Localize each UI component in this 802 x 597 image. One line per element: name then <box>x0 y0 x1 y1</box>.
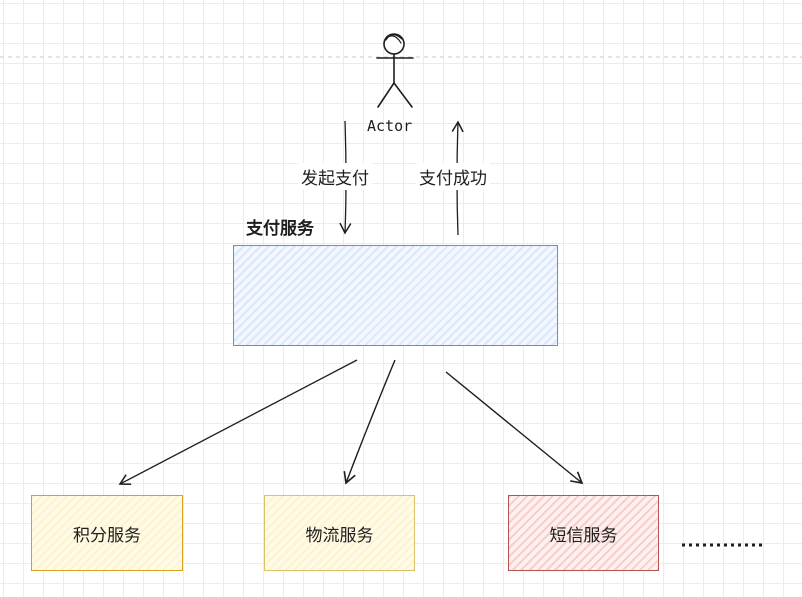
actor-right-leg <box>393 82 413 108</box>
arrow-to-sms <box>445 371 584 485</box>
actor-figure <box>376 33 414 108</box>
actor-hair <box>385 34 403 44</box>
actor-label: Actor <box>367 117 413 135</box>
actor-head <box>383 33 405 55</box>
sms-service-box[interactable]: 短信服务 <box>508 495 659 571</box>
points-service-label: 积分服务 <box>73 525 141 546</box>
actor-left-leg <box>377 82 395 108</box>
payment-success-label: 支付成功 <box>416 163 490 190</box>
sms-service-label: 短信服务 <box>549 525 618 546</box>
points-service-box[interactable]: 积分服务 <box>31 495 183 571</box>
logistics-service-box[interactable]: 物流服务 <box>264 495 415 571</box>
payment-service-title: 支付服务 <box>246 219 314 239</box>
payment-service-box[interactable] <box>233 245 558 346</box>
arrow-to-logistics <box>343 359 396 485</box>
arrow-to-points <box>118 359 358 486</box>
initiate-payment-label: 发起支付 <box>298 163 372 190</box>
logistics-service-label: 物流服务 <box>305 525 374 546</box>
